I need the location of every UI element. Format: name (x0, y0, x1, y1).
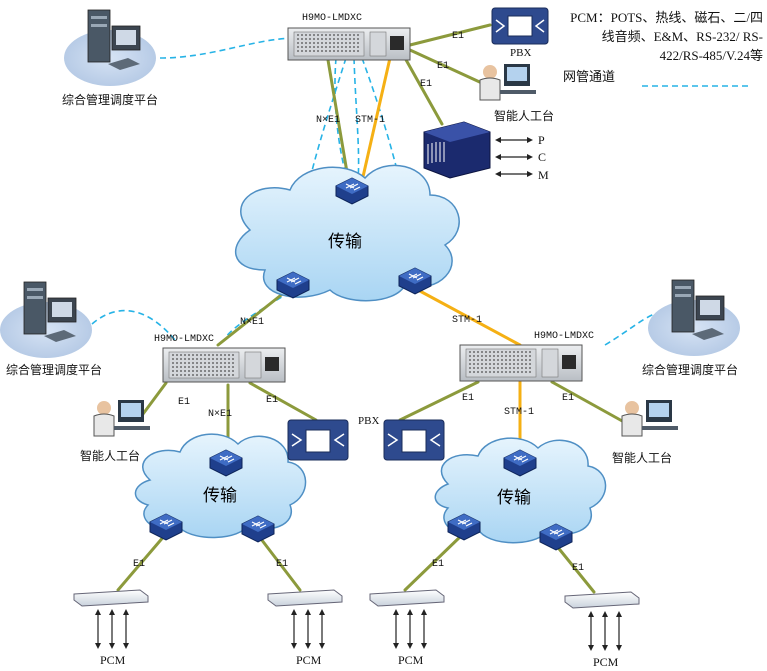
link-top-operator (408, 48, 486, 86)
link-center-right-stm1 (416, 288, 522, 347)
link-left-pbx (248, 381, 318, 422)
pcm-p-label: P (538, 133, 545, 147)
nm-line-top-center-2 (353, 57, 360, 197)
top-pbx-icon (491, 7, 549, 45)
top-mux-rack (287, 27, 411, 61)
right-pbx-e1-label: E1 (462, 393, 475, 404)
center-cloud (234, 164, 460, 302)
right-operator-label: 智能人工台 (612, 451, 673, 465)
legend-nm-channel-label: 网管通道 (563, 69, 616, 84)
top-stm1-label: STM-1 (355, 115, 386, 126)
pcm-4-label: PCM (593, 655, 619, 669)
left-cloud (134, 433, 307, 539)
top-operator-e1-label: E1 (437, 61, 450, 72)
left-mux-rack (162, 347, 286, 383)
pcm-terminal-2 (267, 589, 343, 607)
left-nms-workstation-icon (0, 281, 92, 358)
right-operator-icon (621, 400, 678, 437)
top-pbx-label: PBX (510, 47, 532, 59)
router-icon (241, 515, 275, 543)
pcm-2-label: PCM (296, 653, 322, 667)
left-cloud-label: 传输 (203, 486, 237, 506)
pcm-terminals (73, 589, 640, 609)
link-pcm3 (403, 533, 464, 592)
pcm-3-label: PCM (398, 653, 424, 667)
top-mux-label: H9MO-LMDXC (302, 13, 363, 24)
pcm-c-label: C (538, 150, 547, 164)
pcm-terminal-1 (73, 589, 149, 607)
link-top-pbx (408, 23, 492, 47)
nm-line-center-left (224, 291, 291, 339)
router-icon (503, 449, 537, 477)
left-nxe1-label: N×E1 (240, 317, 265, 328)
top-pbx-e1-label: E1 (452, 31, 465, 42)
top-nms-workstation-icon (64, 9, 156, 86)
router-icon (209, 449, 243, 477)
top-operator-label: 智能人工台 (494, 109, 555, 123)
link-right-operator (550, 380, 626, 424)
right-stm1-label: STM-1 (452, 315, 483, 326)
left-operator-icon (93, 400, 150, 437)
legend-pcm-description: PCM：POTS、热线、磁石、二/四线音频、E&M、RS-232/ RS-422… (570, 10, 763, 63)
right-nms-workstation-icon (648, 279, 740, 356)
router-icon (539, 523, 573, 551)
right-mux-rack (459, 344, 583, 382)
left-pbx-icon (287, 419, 349, 461)
link-pcm4 (554, 543, 596, 594)
right-nms-label: 综合管理调度平台 (642, 363, 739, 377)
nm-line-top-center-1 (334, 57, 353, 197)
top-pcm-shelf-icon (423, 121, 491, 179)
right-cloud (434, 437, 607, 544)
link-pcm2 (256, 533, 302, 592)
right-down-stm1-label: STM-1 (504, 407, 535, 418)
left-pbx-label: PBX (358, 415, 380, 427)
router-icon (149, 513, 183, 541)
pcm-m-label: M (538, 168, 549, 182)
link-top-stm1 (358, 56, 392, 192)
legend: PCM：POTS、热线、磁石、二/四线音频、E&M、RS-232/ RS-422… (563, 8, 763, 86)
pcm-arrows-pcm (495, 137, 533, 177)
right-pbx-icon (383, 419, 445, 461)
left-mux-label: H9MO-LMDXC (154, 334, 215, 345)
top-operator-icon (479, 64, 536, 101)
nm-line-left-nms (91, 309, 176, 341)
pcm-vertical-arrows (95, 609, 622, 651)
router-icons (149, 177, 573, 551)
pcm3-e1-label: E1 (432, 559, 445, 570)
router-icon (335, 177, 369, 205)
right-cloud-label: 传输 (497, 488, 531, 508)
right-operator-e1-label: E1 (562, 393, 575, 404)
right-mux-label: H9MO-LMDXC (534, 331, 595, 342)
pcm4-e1-label: E1 (572, 563, 585, 574)
link-left-operator (138, 381, 168, 420)
center-cloud-label: 传输 (328, 232, 362, 252)
left-operator-label: 智能人工台 (80, 449, 141, 463)
pcm-1-label: PCM (100, 653, 126, 667)
top-nms-label: 综合管理调度平台 (62, 93, 159, 107)
link-top-pcm-shelf (403, 56, 444, 126)
link-center-left-nxe1 (216, 286, 292, 347)
router-icon (398, 267, 432, 295)
pcm-terminal-3 (369, 589, 445, 607)
router-icon (276, 271, 310, 299)
nm-line-top-left (291, 57, 347, 281)
left-nms-label: 综合管理调度平台 (6, 363, 103, 377)
router-icon (447, 513, 481, 541)
top-pcm-e1-label: E1 (420, 79, 433, 90)
pcm-terminal-4 (564, 591, 640, 609)
link-right-pbx (398, 380, 480, 422)
left-pbx-e1-label: E1 (266, 395, 279, 406)
left-down-nxe1-label: N×E1 (208, 409, 233, 420)
nm-line-top-nms (159, 37, 293, 59)
link-pcm1 (116, 533, 167, 592)
top-nxe1-label: N×E1 (316, 115, 341, 126)
pcm2-e1-label: E1 (276, 559, 289, 570)
left-operator-e1-label: E1 (178, 397, 191, 408)
pcm1-e1-label: E1 (133, 559, 146, 570)
e1-links (116, 23, 626, 594)
